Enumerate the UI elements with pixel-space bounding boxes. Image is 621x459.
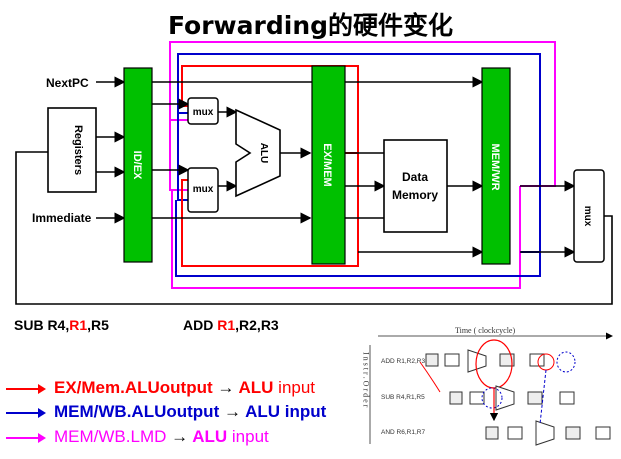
legend-source: MEM/WB.ALUoutput (54, 402, 220, 421)
datapath-wires (15, 76, 613, 305)
legend-arrow-symbol: → (217, 378, 235, 397)
thumb-row-3: AND R6,R1,R7 (381, 429, 425, 436)
add-text-c: ,R2,R3 (235, 317, 279, 333)
sub-text-a: SUB R4, (14, 317, 70, 333)
writeback-mux (573, 169, 605, 263)
legend-source: EX/Mem.ALUoutput (54, 378, 213, 397)
instruction-add: ADD R1,R2,R3 (183, 317, 279, 333)
registers-block (47, 107, 97, 193)
data-memory-label-1: Data (402, 170, 428, 184)
ex-mem-label: EX/MEM (321, 143, 333, 186)
mem-wr-register (481, 67, 511, 265)
loop-path-blue (175, 200, 541, 277)
legend-item-ex-mem: EX/Mem.ALUoutput → ALU input (6, 378, 315, 398)
mem-wr-label: MEM/WR (489, 143, 501, 190)
upper-mux (187, 97, 219, 125)
legend-arrow-blue (6, 407, 46, 418)
sub-text-reg: R1 (69, 317, 88, 333)
pipeline-thumbnail: Time ( clockcycle) I n s t r . O r d e r… (362, 326, 613, 446)
alu-unit (235, 108, 281, 198)
legend-arrow-magenta (6, 432, 46, 443)
legend-source: MEM/WB.LMD (54, 427, 167, 446)
sub-text-c: ,R5 (87, 317, 109, 333)
lower-mux-label: mux (193, 184, 214, 195)
page-title: Forwarding的硬件变化 (167, 11, 454, 40)
add-text-a: ADD (183, 317, 218, 333)
legend-item-mem-wb-lmd: MEM/WB.LMD → ALU input (6, 427, 269, 447)
alu-label: ALU (258, 143, 269, 164)
registers-label: Registers (72, 125, 84, 175)
id-ex-label: ID/EX (131, 151, 143, 180)
lower-mux (187, 167, 219, 213)
instruction-sub: SUB R4,R1,R5 (14, 317, 109, 333)
legend-target: ALU (238, 378, 274, 397)
ex-mem-register (311, 65, 346, 265)
legend-target: ALU (245, 402, 281, 421)
legend-arrow-red (6, 383, 46, 394)
thumb-row-1: ADD R1,R2,R3 (381, 358, 425, 365)
legend-arrow-symbol: → (171, 427, 189, 446)
legend-suffix: input (227, 427, 269, 446)
thumb-row-2: SUB R4,R1,R5 (381, 394, 425, 401)
legend-target: ALU (192, 427, 228, 446)
legend-arrow-symbol: → (223, 402, 241, 421)
thumb-time-label: Time ( clockcycle) (455, 326, 515, 335)
immediate-label: Immediate (32, 211, 92, 225)
add-text-reg: R1 (217, 317, 236, 333)
legend-item-mem-wb-alu: MEM/WB.ALUoutput → ALU input (6, 402, 326, 422)
writeback-mux-label: mux (582, 206, 593, 227)
data-memory-block (383, 139, 448, 233)
legend-suffix: input (273, 378, 316, 397)
upper-mux-label: mux (193, 107, 214, 118)
loop-path-magenta (171, 186, 521, 289)
data-memory-label-2: Memory (392, 188, 438, 202)
nextpc-label: NextPC (46, 76, 89, 90)
thumb-instr-label: I n s t r . O r d e r (362, 352, 371, 408)
legend-suffix: input (280, 402, 327, 421)
id-ex-register (123, 67, 153, 263)
